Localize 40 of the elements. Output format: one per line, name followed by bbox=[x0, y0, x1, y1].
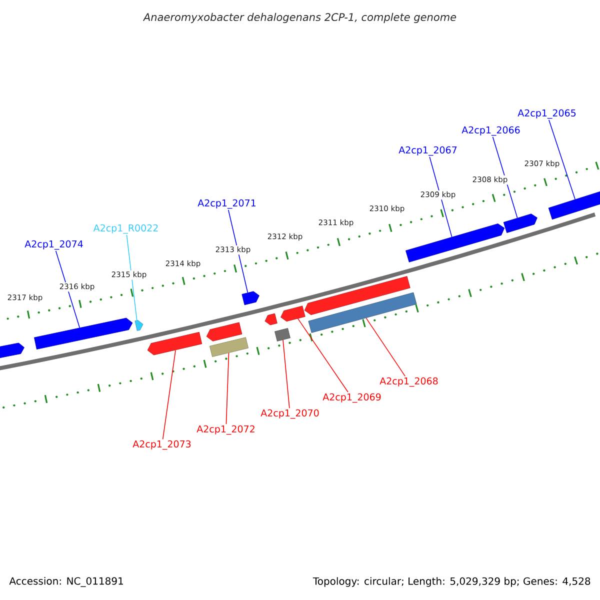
leader-line bbox=[55, 250, 80, 328]
leader-line bbox=[162, 350, 176, 440]
leader-line bbox=[548, 119, 576, 200]
leader-line bbox=[429, 156, 452, 238]
gene-box bbox=[210, 337, 248, 357]
gene-box bbox=[274, 328, 290, 342]
gene-label: A2cp1_2072 bbox=[196, 425, 254, 435]
gene-feature bbox=[548, 190, 600, 220]
leader-line bbox=[366, 318, 406, 377]
gene-label: A2cp1_R0022 bbox=[93, 224, 158, 234]
gene-feature bbox=[264, 313, 278, 326]
gene-feature bbox=[280, 306, 306, 322]
footer-text: Accession: NC_011891 bbox=[9, 577, 123, 587]
gene-label: A2cp1_2069 bbox=[322, 393, 381, 403]
leader-line bbox=[228, 209, 248, 293]
gene-label: A2cp1_2065 bbox=[518, 109, 576, 119]
gene-label: A2cp1_2074 bbox=[24, 240, 83, 250]
title: Anaeromyxobacter dehalogenans 2CP-1, complete genome bbox=[142, 12, 456, 24]
leader-line bbox=[226, 352, 230, 425]
leader-line bbox=[282, 340, 290, 409]
leader-line bbox=[492, 136, 518, 218]
gene-feature bbox=[206, 322, 242, 342]
gene-feature bbox=[304, 276, 410, 316]
gene-feature bbox=[242, 291, 260, 306]
gene-feature bbox=[503, 214, 538, 233]
gene-feature bbox=[406, 224, 505, 262]
gene-label: A2cp1_2071 bbox=[198, 199, 256, 209]
gene-feature bbox=[0, 342, 24, 359]
gene-feature bbox=[34, 318, 133, 350]
gene-label: A2cp1_2068 bbox=[380, 377, 438, 387]
gene-box bbox=[308, 292, 417, 333]
leader-line bbox=[126, 234, 138, 321]
gene-feature bbox=[134, 320, 144, 331]
footer-text: Topology: circular; Length: 5,029,329 bp; Genes: 4,528 bbox=[312, 577, 590, 587]
leader-line bbox=[297, 318, 348, 393]
gene-label: A2cp1_2067 bbox=[398, 146, 457, 156]
gene-label: A2cp1_2070 bbox=[260, 409, 319, 419]
gene-label: A2cp1_2066 bbox=[462, 126, 520, 136]
gene-label: A2cp1_2073 bbox=[132, 440, 191, 450]
gene-feature bbox=[147, 332, 202, 356]
